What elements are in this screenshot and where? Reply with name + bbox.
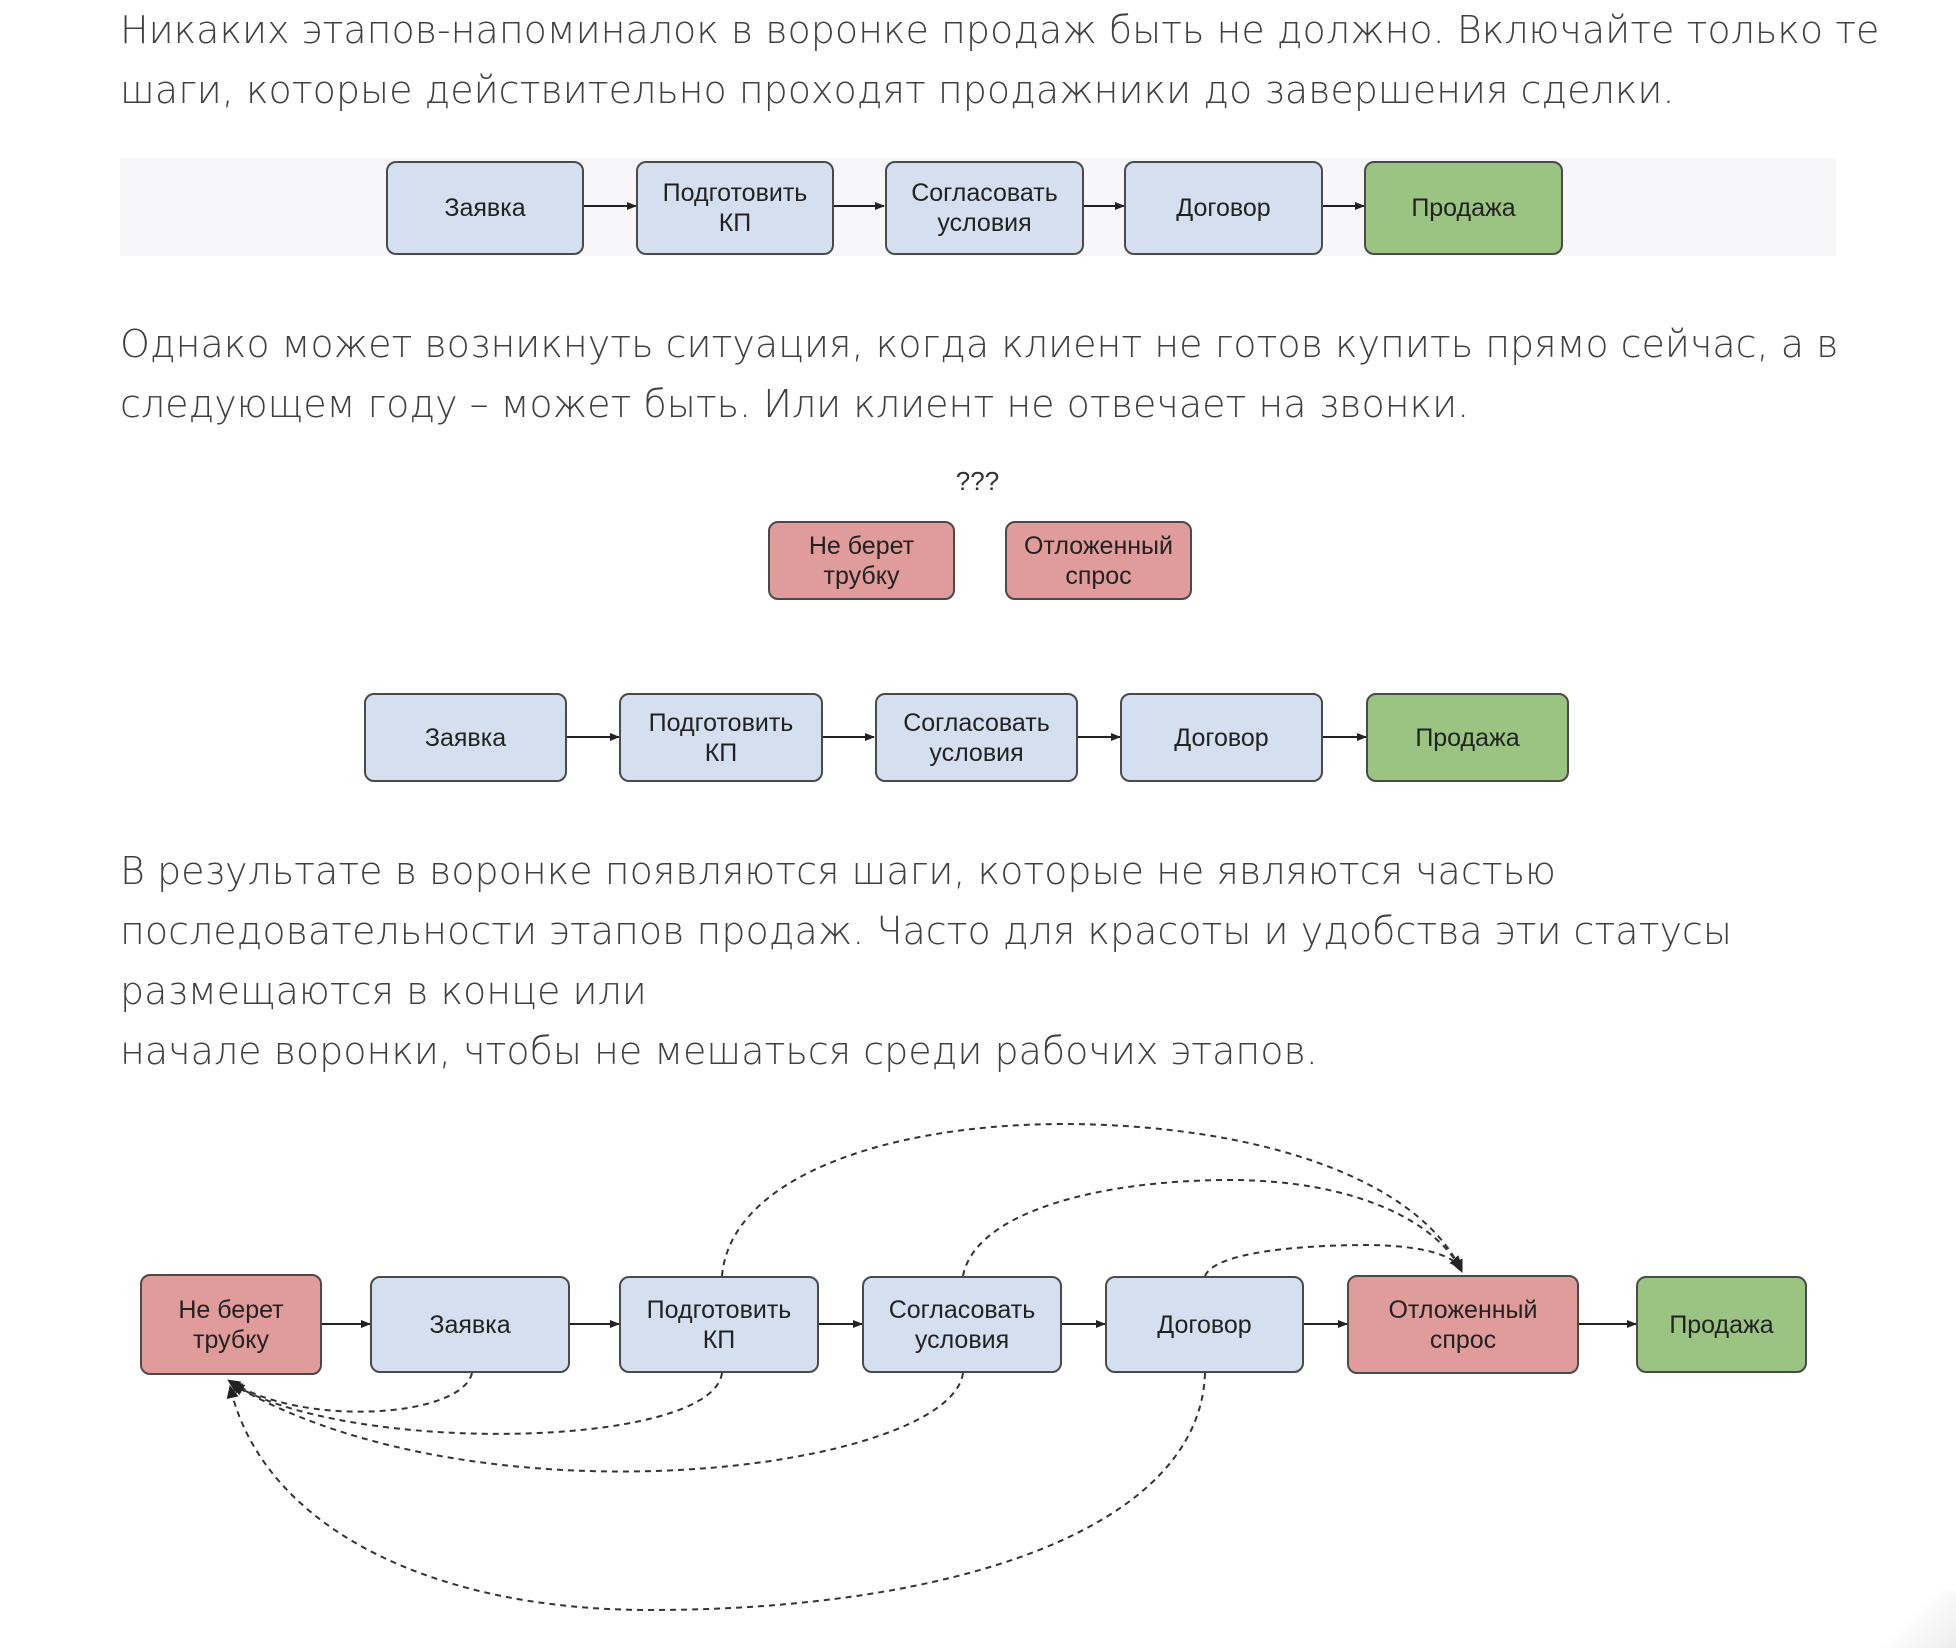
- stage-label: Заявка: [424, 723, 507, 752]
- stage-label: Договор: [1174, 723, 1269, 752]
- dashed-connector: [229, 1372, 723, 1435]
- stage-label: Подготовить КП: [648, 708, 794, 767]
- stage-contract: Договор: [1120, 693, 1323, 782]
- stage-label: Согласовать условия: [903, 708, 1050, 767]
- stage-label: Продажа: [1415, 723, 1520, 752]
- page-corner-shadow: [1880, 1590, 1956, 1648]
- paragraph-result: В результате в воронке появляются шаги, …: [120, 841, 1732, 1081]
- stage-contract: Договор: [1105, 1276, 1304, 1373]
- dashed-connector: [721, 1122, 1463, 1277]
- dashed-connector: [1204, 1243, 1463, 1277]
- stage-label: Подготовить КП: [646, 1295, 792, 1354]
- status-label: Отложенный спрос: [1388, 1295, 1538, 1354]
- dashed-connector: [226, 1372, 1206, 1612]
- status-label: Отложенный спрос: [1023, 531, 1173, 590]
- status-label: Не берет трубку: [808, 531, 915, 590]
- stage-label: Согласовать условия: [888, 1295, 1036, 1354]
- dashed-connector: [231, 1372, 964, 1473]
- paragraph-line: В результате в воронке появляются шаги, …: [120, 849, 1556, 893]
- paragraph-problem: Однако может возникнуть ситуация, когда …: [120, 314, 1838, 434]
- stage-contract: Договор: [1124, 161, 1323, 255]
- paragraph-line: начале воронки, чтобы не мешаться среди …: [120, 1029, 1318, 1073]
- status-postponed-demand: Отложенный спрос: [1005, 521, 1192, 600]
- status-postponed-demand: Отложенный спрос: [1347, 1275, 1579, 1374]
- question-marks: ???: [955, 466, 1000, 496]
- paragraph-intro: Никаких этапов-напоминалок в воронке про…: [120, 0, 1879, 120]
- stage-agree-terms: Согласовать условия: [862, 1276, 1062, 1373]
- stage-label: Договор: [1157, 1310, 1252, 1339]
- stage-sale: Продажа: [1366, 693, 1569, 782]
- status-label: Не берет трубку: [178, 1295, 284, 1354]
- paragraph-line: последовательности этапов продаж. Часто …: [120, 909, 1732, 953]
- status-no-answer: Не берет трубку: [768, 521, 955, 600]
- stage-sale: Продажа: [1364, 161, 1563, 255]
- stage-prepare-offer: Подготовить КП: [619, 1276, 819, 1373]
- paragraph-line: шаги, которые действительно проходят про…: [120, 68, 1675, 112]
- dashed-connector: [962, 1178, 1463, 1277]
- stage-agree-terms: Согласовать условия: [885, 161, 1084, 255]
- paragraph-line: Однако может возникнуть ситуация, когда …: [120, 322, 1839, 366]
- stage-agree-terms: Согласовать условия: [875, 693, 1078, 782]
- stage-label: Продажа: [1669, 1310, 1774, 1339]
- stage-label: Заявка: [429, 1310, 511, 1339]
- stage-prepare-offer: Подготовить КП: [636, 161, 834, 255]
- paragraph-line: следующем году – может быть. Или клиент …: [120, 382, 1470, 426]
- stage-request: Заявка: [386, 161, 584, 255]
- stage-label: Продажа: [1411, 194, 1516, 222]
- paragraph-line: размещаются в конце или: [120, 969, 647, 1013]
- dashed-connector: [227, 1372, 473, 1413]
- stage-sale: Продажа: [1636, 1276, 1807, 1373]
- stage-request: Заявка: [370, 1276, 570, 1373]
- stage-label: Согласовать условия: [911, 179, 1058, 237]
- stage-prepare-offer: Подготовить КП: [619, 693, 823, 782]
- stage-label: Договор: [1176, 194, 1271, 222]
- status-no-answer: Не берет трубку: [140, 1274, 322, 1375]
- stage-label: Подготовить КП: [662, 179, 808, 237]
- paragraph-line: Никаких этапов-напоминалок в воронке про…: [120, 8, 1880, 52]
- stage-label: Заявка: [444, 194, 526, 222]
- stage-request: Заявка: [364, 693, 567, 782]
